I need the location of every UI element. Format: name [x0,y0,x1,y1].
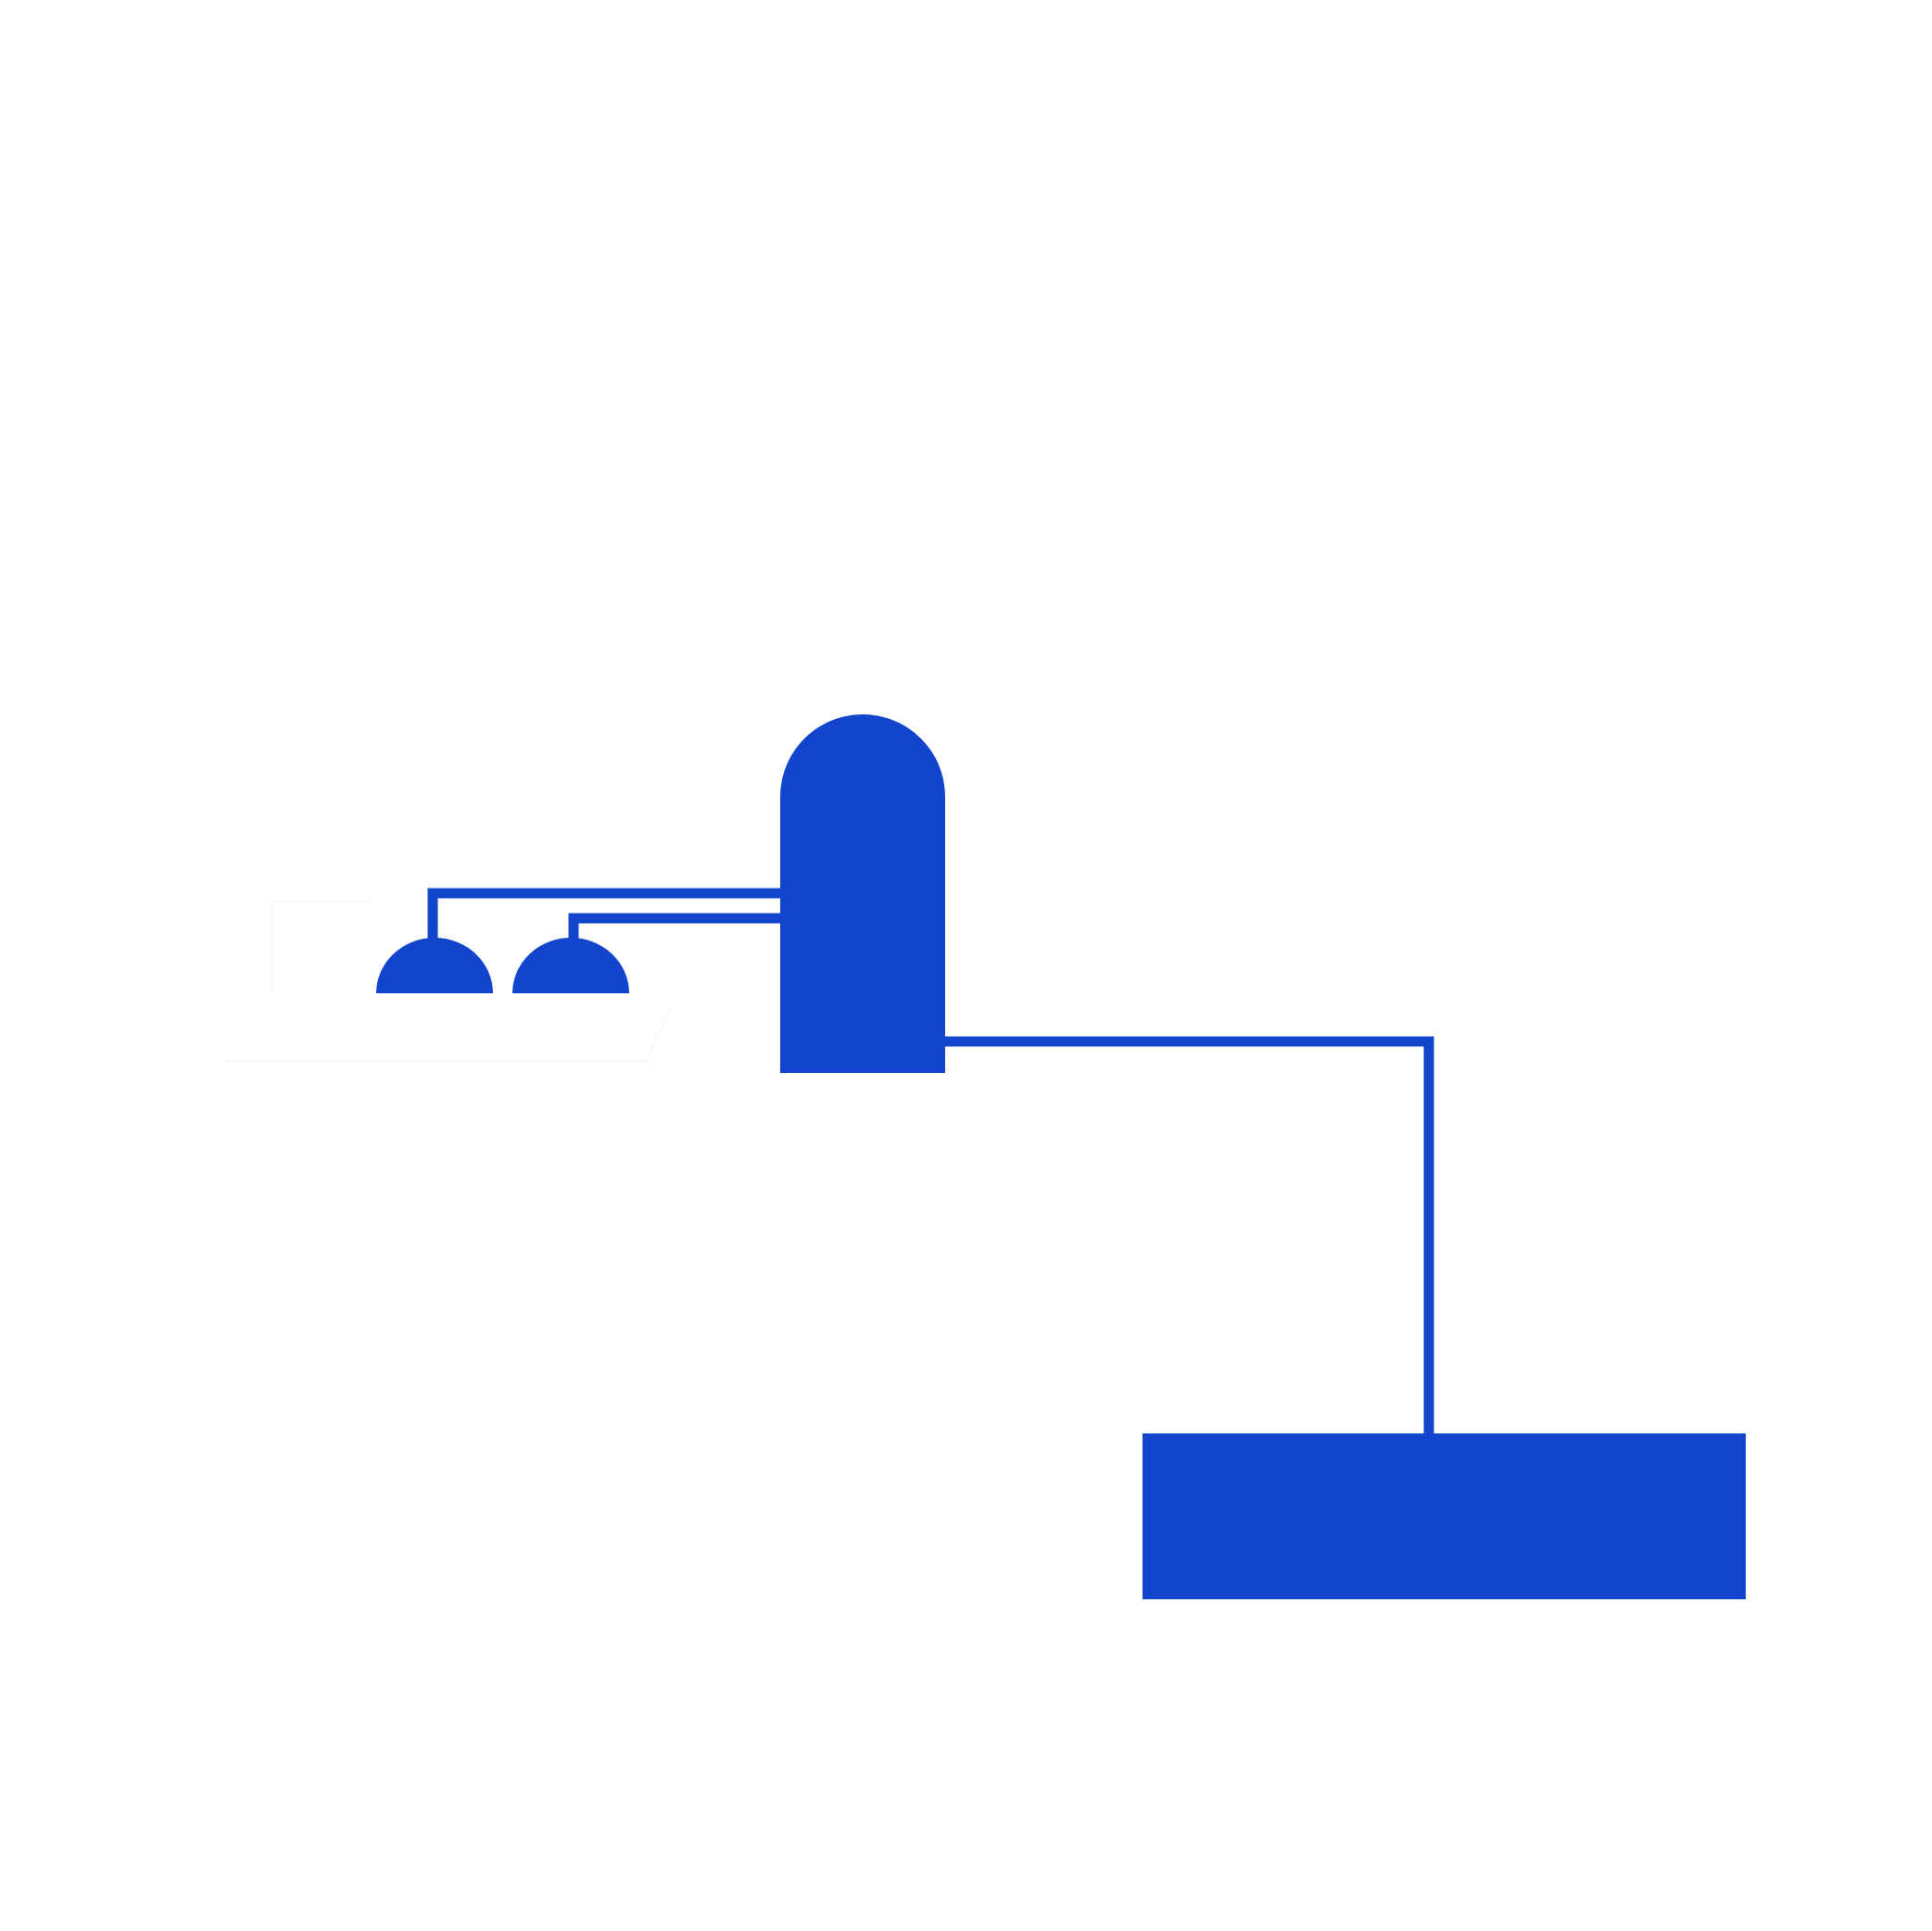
supply-vessel [780,714,945,1073]
pipe-vessel-to-tank [945,1036,1434,1438]
dome-unit-1 [376,938,493,993]
dome-unit-2 [512,938,629,993]
ship-hull [225,901,672,1062]
pipe-vessel-to-dome-2 [568,913,786,941]
receiving-tank [1143,1433,1746,1599]
pipe-vessel-to-dome-1 [427,888,786,941]
